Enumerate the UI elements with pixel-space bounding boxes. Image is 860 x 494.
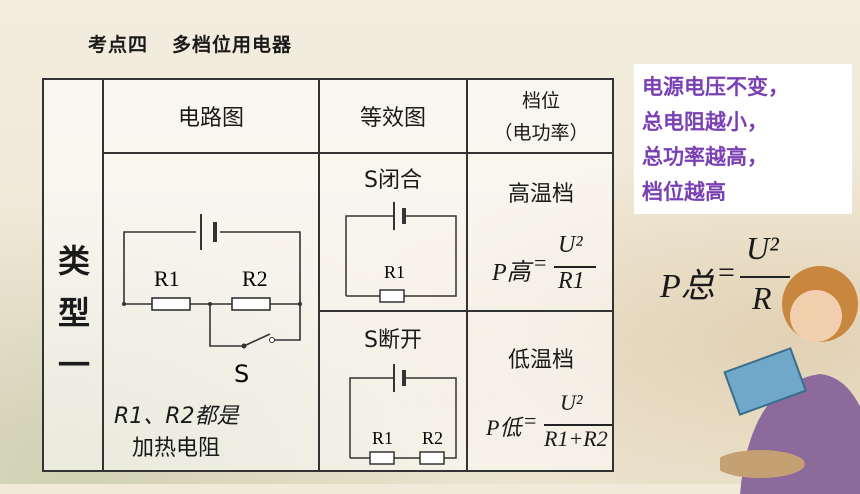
reading-girl-illustration [720, 266, 860, 494]
formula-high-num: U² [558, 232, 583, 258]
switch-label: S [234, 360, 249, 388]
resistor-r1 [151, 297, 191, 311]
type-char: 一 [57, 346, 90, 384]
grid-line [102, 80, 104, 470]
main-formula-num: U² [746, 230, 779, 266]
type-label: 类 型 一 [44, 154, 104, 472]
grid-line [318, 80, 320, 470]
gear-low: 低温档 [507, 348, 574, 373]
topic-label: 考点四 [88, 34, 149, 56]
header-equivalent: 等效图 [359, 106, 426, 131]
formula-low-lhs: P低 [486, 415, 522, 440]
circuit-note-line1: R1、R2都是 [114, 404, 239, 429]
note-box: 电源电压不变， 总电阻越小， 总功率越高， 档位越高 [634, 64, 852, 214]
main-formula: P总 = U² R [660, 230, 800, 322]
formula-high-den: R1 [558, 268, 585, 294]
open-r2-label: R2 [422, 428, 443, 448]
note-line: 总电阻越小， [642, 110, 768, 134]
resistor-r2 [231, 297, 271, 311]
section-heading: 考点四 多档位用电器 [88, 30, 292, 57]
formula-low-den: R1+R2 [544, 426, 608, 451]
circuit-diagram: R1 R2 S [122, 214, 302, 388]
type-char: 型 [57, 294, 90, 332]
equivalent-closed-diagram: R1 [345, 202, 457, 303]
note-line: 电源电压不变， [642, 75, 789, 99]
type-char: 类 [57, 242, 90, 280]
r1-label: R1 [154, 266, 180, 291]
gear-high: 高温档 [507, 182, 574, 207]
grid-line [318, 310, 614, 312]
header-circuit: 电路图 [177, 106, 244, 131]
formula-high: P高 = U² R1 [492, 232, 612, 298]
note-line: 总功率越高， [642, 145, 768, 169]
closed-r1-label: R1 [384, 262, 405, 282]
main-formula-den: R [752, 280, 772, 316]
header-power: （电功率） [493, 122, 589, 144]
topic-title: 多档位用电器 [172, 34, 293, 56]
formula-low-num: U² [560, 390, 583, 415]
formula-high-lhs: P高 [492, 260, 531, 286]
r2-label: R2 [242, 266, 268, 291]
state-closed: S闭合 [364, 168, 422, 193]
main-formula-lhs: P总 [660, 268, 715, 305]
circuit-note-line2: 加热电阻 [132, 436, 221, 461]
header-gear: 档位 [521, 90, 560, 112]
circuit-table: 类 型 一 电路图 等效图 档位 （电功率） R1 R2 S R1、R2都是 加… [42, 78, 614, 472]
note-line: 档位越高 [642, 180, 726, 204]
formula-low: P低 = U² R1+R2 [486, 390, 614, 466]
open-r1-label: R1 [372, 428, 393, 448]
grid-line [466, 80, 468, 470]
equivalent-open-diagram: R1 R2 [349, 364, 457, 465]
grid-line [102, 152, 614, 154]
state-open: S断开 [364, 328, 422, 353]
switch [243, 333, 271, 347]
